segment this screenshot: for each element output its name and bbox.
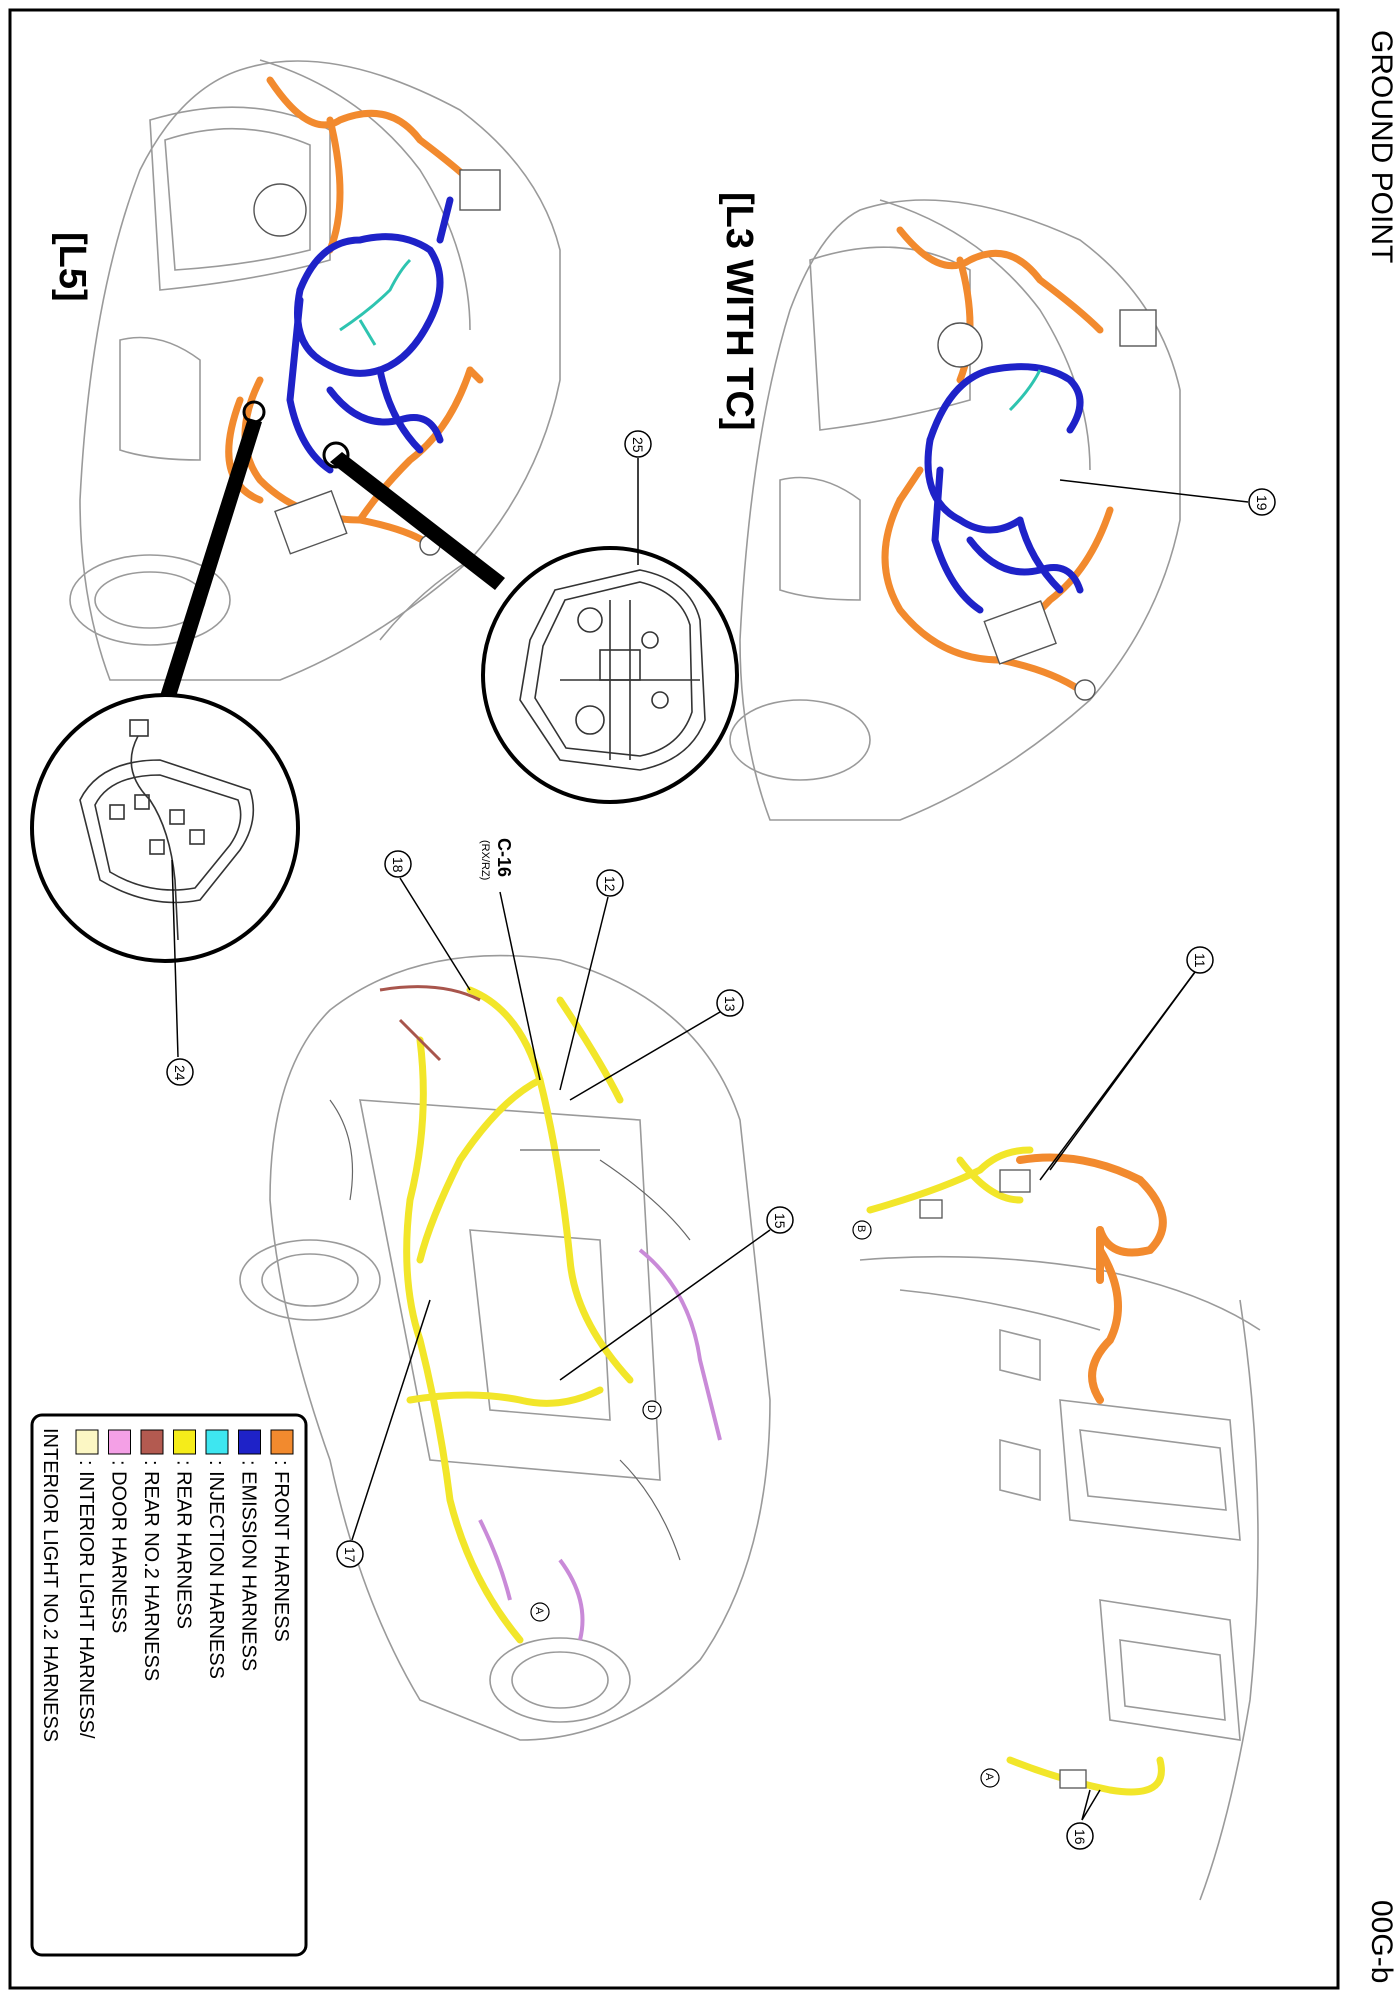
dash-harness-view <box>859 1146 1261 1901</box>
l3-engine-bay-view <box>729 199 1181 821</box>
detail-circle-bracket <box>30 693 300 963</box>
legend-label: : EMISSION HARNESS <box>238 1460 260 1671</box>
svg-text:15: 15 <box>772 1213 788 1229</box>
marker-d-body: D <box>642 1400 662 1420</box>
svg-text:16: 16 <box>1072 1829 1088 1845</box>
legend-continuation: INTERIOR LIGHT NO.2 HARNESS <box>39 1428 61 1742</box>
legend-label: : INTERIOR LIGHT HARNESS/ <box>75 1460 97 1739</box>
legend-swatch <box>238 1429 261 1455</box>
svg-text:18: 18 <box>390 857 406 873</box>
legend-label: : REAR NO.2 HARNESS <box>140 1460 162 1681</box>
callout-15: 15 <box>559 1206 794 1381</box>
harness-legend: : FRONT HARNESS : EMISSION HARNESS : INJEC… <box>30 1413 308 1957</box>
legend-swatch <box>270 1429 294 1455</box>
legend-swatch <box>108 1429 131 1455</box>
svg-text:A: A <box>533 1607 545 1615</box>
svg-text:17: 17 <box>342 1547 358 1563</box>
svg-text:12: 12 <box>602 876 618 892</box>
callout-wedge <box>160 418 262 700</box>
legend-label: : INJECTION HARNESS <box>205 1460 227 1679</box>
callout-18: 18 <box>384 850 471 991</box>
callout-25: 25 <box>624 430 652 565</box>
svg-text:24: 24 <box>172 1065 188 1081</box>
svg-text:11: 11 <box>1192 953 1208 968</box>
marker-a-body: A <box>530 1602 550 1622</box>
callout-wedge <box>330 452 505 590</box>
marker-a-dash: A <box>980 1768 1000 1788</box>
body-harness-view <box>239 954 771 1741</box>
page-code: 00G-b <box>1365 1900 1398 1983</box>
page-title: GROUND POINT <box>1365 30 1398 263</box>
legend-label: : FRONT HARNESS <box>270 1460 292 1642</box>
legend-swatch <box>173 1429 196 1455</box>
l5-engine-bay-view <box>69 59 561 681</box>
legend-label: : REAR HARNESS <box>173 1460 195 1629</box>
page-frame <box>8 8 1340 1990</box>
l3-view-label: [L3 WITH TC] <box>718 192 760 431</box>
legend-label: : DOOR HARNESS <box>108 1460 130 1633</box>
svg-text:B: B <box>855 1225 867 1232</box>
svg-text:25: 25 <box>630 437 646 453</box>
callout-16: 16 <box>1066 1789 1101 1850</box>
svg-text:A: A <box>983 1773 995 1781</box>
svg-text:D: D <box>645 1405 657 1413</box>
callout-11: 11 <box>1039 946 1214 1181</box>
callout-13: 13 <box>569 989 744 1101</box>
marker-b-dash: B <box>852 1220 872 1240</box>
legend-swatch <box>75 1429 99 1455</box>
ground-point-marker <box>322 441 350 469</box>
callout-19: 19 <box>1059 479 1276 516</box>
connector-c16: C-16 (RX/RZ) <box>479 838 541 1081</box>
detail-circle-valve-body <box>481 546 739 804</box>
callout-12: 12 <box>559 869 624 1091</box>
legend-swatch <box>205 1429 229 1455</box>
callout-24: 24 <box>166 859 194 1086</box>
l5-view-label: [L5] <box>51 232 93 302</box>
svg-text:13: 13 <box>722 996 738 1012</box>
svg-text:19: 19 <box>1254 495 1270 511</box>
callout-17: 17 <box>336 1299 431 1568</box>
connector-sub: (RX/RZ) <box>479 840 491 880</box>
legend-swatch <box>140 1429 164 1455</box>
connector-code: C-16 <box>494 838 514 877</box>
